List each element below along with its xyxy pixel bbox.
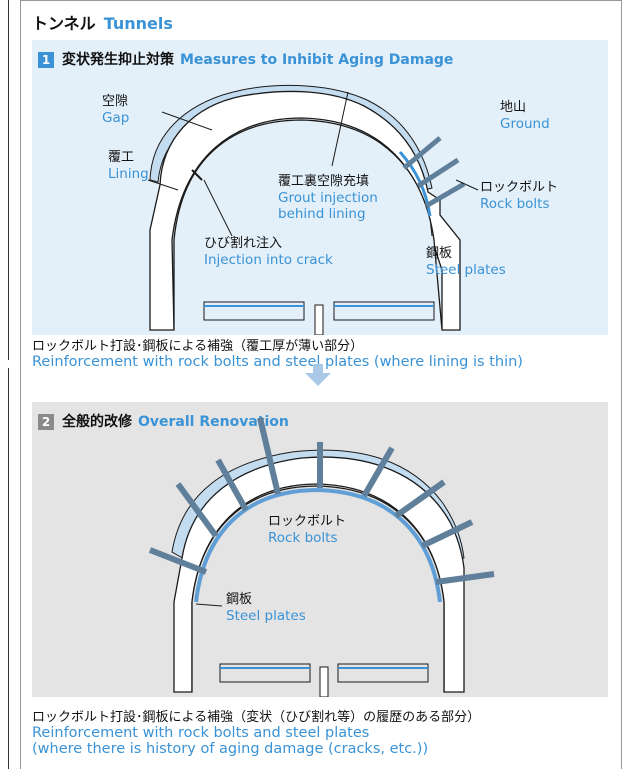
- leader-steel: [195, 603, 223, 607]
- rock-bolt: [424, 181, 466, 209]
- panel-title-en: Measures to Inhibit Aging Damage: [180, 52, 454, 68]
- leader-steel: [429, 217, 433, 237]
- center-drain: [319, 666, 329, 697]
- title-en: Tunnels: [103, 14, 173, 33]
- left-margin-line: [8, 368, 9, 769]
- down-arrow-icon: [305, 364, 331, 386]
- frame: [20, 0, 622, 769]
- caption-2-en-line2: (where there is history of aging damage …: [32, 741, 429, 757]
- panel-number: 2: [38, 414, 54, 430]
- panel-title-en: Overall Renovation: [138, 414, 289, 430]
- tunnel-diagram-1: [147, 84, 479, 335]
- rock-bolt: [215, 458, 249, 512]
- leader-rockbolts: [455, 179, 479, 191]
- page-title: トンネル Tunnels: [32, 10, 173, 34]
- leader-gap: [161, 111, 213, 131]
- track-slab-right: [333, 301, 435, 321]
- leader-crack: [203, 179, 233, 237]
- tunnel-diagram-2: [148, 417, 495, 697]
- caption-1: ロックボルト打設･鋼板による補強（覆工厚が薄い部分） Reinforcement…: [32, 339, 523, 370]
- rock-bolt: [394, 479, 446, 519]
- panel-title-jp: 変状発生抑止対策: [62, 52, 174, 68]
- leader-lining: [147, 179, 179, 191]
- tunnel-lining: [149, 90, 461, 331]
- track-slab-left: [219, 663, 311, 683]
- center-drain: [314, 304, 324, 335]
- caption-2: ロックボルト打設･鋼板による補強（変状（ひび割れ等）の履歴のある部分） Rein…: [32, 710, 480, 757]
- rock-bolt: [435, 571, 495, 585]
- caption-2-en-line1: Reinforcement with rock bolts and steel …: [32, 725, 370, 741]
- rock-bolt: [257, 417, 281, 495]
- steel-plate: [398, 151, 432, 217]
- crack-mark: [191, 169, 203, 181]
- panel-title: 2 全般的改修 Overall Renovation: [38, 411, 289, 431]
- panel-title: 1 変状発生抑止対策 Measures to Inhibit Aging Damag…: [38, 49, 453, 69]
- rock-bolt: [402, 136, 442, 170]
- rock-bolt: [175, 482, 219, 538]
- track-slab-left: [203, 301, 305, 321]
- left-margin-line: [8, 0, 9, 360]
- leader-grout: [331, 91, 349, 167]
- tunnel-inner-arch: [173, 119, 443, 331]
- rock-bolt: [420, 519, 474, 549]
- rock-bolt: [148, 547, 208, 575]
- track-slab-right: [337, 663, 429, 683]
- panel-measures: 1 変状発生抑止対策 Measures to Inhibit Aging Damag…: [32, 40, 608, 335]
- caption-1-jp: ロックボルト打設･鋼板による補強（覆工厚が薄い部分）: [32, 339, 364, 354]
- title-jp: トンネル: [32, 14, 96, 33]
- caption-2-jp: ロックボルト打設･鋼板による補強（変状（ひび割れ等）の履歴のある部分）: [32, 710, 481, 725]
- rock-bolt: [361, 446, 395, 498]
- panel-title-jp: 全般的改修: [62, 414, 132, 430]
- rock-bolt: [416, 157, 460, 189]
- caption-1-en: Reinforcement with rock bolts and steel …: [32, 354, 523, 370]
- panel-number: 1: [38, 52, 54, 68]
